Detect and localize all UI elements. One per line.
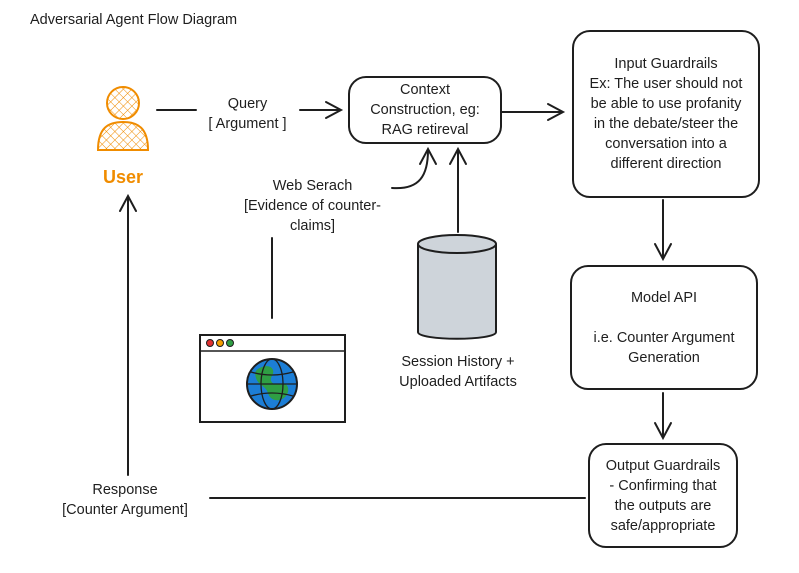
user-label: User xyxy=(102,167,144,187)
web-search-label: Web Serach [Evidence of counter- claims] xyxy=(243,178,382,234)
output-guardrails-box: Output Guardrails - Confirming that the … xyxy=(588,443,738,548)
diagram-title: Adversarial Agent Flow Diagram xyxy=(30,12,238,28)
response-label: Response [Counter Argument] xyxy=(62,482,188,518)
session-history-label: Session History + Uploaded Artifacts xyxy=(399,354,517,390)
input-to-model-arrow xyxy=(654,199,672,262)
context-to-input-arrow xyxy=(501,103,566,121)
context-construction-box: Context Construction, eg: RAG retireval xyxy=(348,76,502,144)
globe-icon xyxy=(246,358,298,410)
web-search-arrow xyxy=(271,146,437,319)
query-label: Query [ Argument ] xyxy=(208,96,287,132)
input-guardrails-box: Input Guardrails Ex: The user should not… xyxy=(572,30,760,198)
query-arrow xyxy=(156,101,344,119)
database-icon xyxy=(417,234,497,340)
response-arrow xyxy=(119,193,586,499)
person-icon xyxy=(96,86,150,151)
model-api-box: Model API i.e. Counter Argument Generati… xyxy=(570,265,758,390)
model-to-output-arrow xyxy=(654,392,672,441)
history-arrow xyxy=(449,146,467,233)
